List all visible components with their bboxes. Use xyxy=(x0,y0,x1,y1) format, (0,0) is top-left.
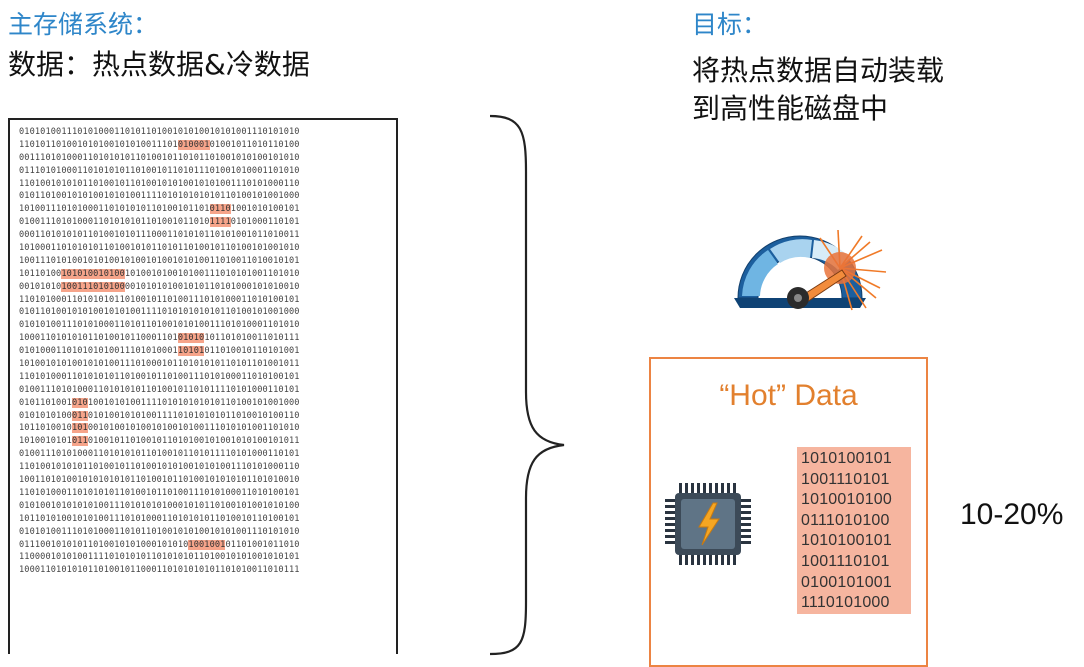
storage-bit-grid: 0101010011101010001101011010010101001010… xyxy=(8,118,398,654)
goal-title: 目标： xyxy=(692,10,768,39)
bit-row: 1011010010101001010010100101001010011101… xyxy=(19,268,300,279)
hot-bit-row: 0100101001 xyxy=(801,573,892,591)
bit-row: 1001101010010101010101101001011010010101… xyxy=(19,475,300,486)
bit-row: 1010010101011010010110100101101010010100… xyxy=(19,436,300,447)
hot-bit-row: 1010100101 xyxy=(801,532,892,550)
hot-segment: 10101 xyxy=(177,346,205,357)
bit-row: 1101001010101101001011010010101001010100… xyxy=(19,462,300,473)
hot-data-panel: “Hot” Data 1010100101 1001110101 101001010… xyxy=(649,357,928,667)
hot-segment: 101010010100 xyxy=(61,268,125,279)
bit-row: 0100111010100011010101011010010110101111… xyxy=(19,384,300,395)
hot-bit-row: 0111010100 xyxy=(801,511,890,529)
bit-row: 1001110101001010100101001010010101001101… xyxy=(19,255,300,266)
hot-segment: 1001001 xyxy=(188,539,226,550)
bit-row: 0100111010100011010101011010010110101111… xyxy=(19,449,300,460)
bit-row: 1010011101010001101010101101001011010110… xyxy=(19,204,300,215)
bit-row: 1010001101010101101001010110101101001011… xyxy=(19,243,300,254)
bit-row: 1101010001101010101101001011010011101010… xyxy=(19,294,300,305)
bit-row: 1011010100101010011101010001101010101101… xyxy=(19,513,300,524)
bit-row: 0001101010101101001010111000110101011010… xyxy=(19,230,300,241)
hot-segment: 010001 xyxy=(177,139,210,150)
bit-row: 0101010011101010001101011010010101001110… xyxy=(19,320,300,331)
bit-row: 1000110101010110100101100011010101010110… xyxy=(19,333,300,344)
bit-row: 1101011010010101001010100111010100010100… xyxy=(19,139,300,150)
bit-row: 0101010011101010001101011010010101001010… xyxy=(19,127,300,137)
bit-row: 0101101001010100101010011110101010101011… xyxy=(19,307,300,318)
hot-data-percentage: 10-20% xyxy=(960,498,1064,531)
goal-line-2: 到高性能磁盘中 xyxy=(692,92,889,125)
hot-segment: 01010 xyxy=(177,333,205,344)
hot-data-bits: 1010100101 1001110101 1010010100 0111010100… xyxy=(797,447,911,614)
bit-row: 0101001010101010011101010101000101011010… xyxy=(19,500,300,511)
goal-line-1: 将热点数据自动装载 xyxy=(692,54,945,87)
bit-row: 1010010101001010100111010001011010101011… xyxy=(19,359,300,370)
hot-segment: 100111010100 xyxy=(61,281,125,292)
bit-row: 0011101010001101010101101001011010110100… xyxy=(19,152,300,163)
primary-storage-title: 主存储系统： xyxy=(8,10,159,39)
bit-row: 1101010001101010101101001011010011101010… xyxy=(19,487,300,498)
bit-row: 1000110101010110100101100011010101010110… xyxy=(19,565,300,576)
bit-row: 0101101001010100101010011110101010101011… xyxy=(19,397,300,408)
bit-row: 0101101001010100101010011110101010101011… xyxy=(19,191,300,202)
processor-chip-icon xyxy=(665,483,751,565)
bit-row: 0111010100011010101011010010110101110100… xyxy=(19,165,300,176)
hot-bit-row: 1001110101 xyxy=(801,552,890,570)
bit-row: 0101010100011010100101010011110101010101… xyxy=(19,410,300,421)
hot-bit-row: 1001110101 xyxy=(801,470,890,488)
hot-segment: 010 xyxy=(71,397,88,408)
bit-row: 1101001010101101001011010010101001010100… xyxy=(19,178,300,189)
bit-row: 1101010001101010101101001011010011101010… xyxy=(19,371,300,382)
bit-row: 0101000110101010100111010100011010101101… xyxy=(19,346,300,357)
bit-row: 0101010011101010001101011010010101001010… xyxy=(19,526,300,537)
bit-row: 0010101010011101010000101010100101011010… xyxy=(19,281,300,292)
hot-bit-row: 1110101000 xyxy=(801,594,890,612)
bit-row: 1100001010100111101010101101010101101001… xyxy=(19,552,300,563)
hot-segment: 011 xyxy=(71,436,88,447)
speedometer-icon xyxy=(734,229,887,311)
bit-row: 1011010010101001010010100101001010011101… xyxy=(19,423,300,434)
curly-brace xyxy=(489,114,565,656)
hot-segment: 1111 xyxy=(209,217,231,228)
data-types-subtitle: 数据：热点数据&冷数据 xyxy=(8,48,310,81)
hot-bit-row: 1010010100 xyxy=(801,491,892,509)
bit-row: 0111001010101101001010100010101010010010… xyxy=(19,539,300,550)
bit-row: 0100111010100011010101011010010110101111… xyxy=(19,217,300,228)
hot-bit-row: 1010100101 xyxy=(801,450,892,467)
hot-segment: 011 xyxy=(71,410,88,421)
hot-segment: 0110 xyxy=(209,204,231,215)
hot-segment: 101 xyxy=(71,423,88,434)
hot-data-title: “Hot” Data xyxy=(719,379,858,412)
